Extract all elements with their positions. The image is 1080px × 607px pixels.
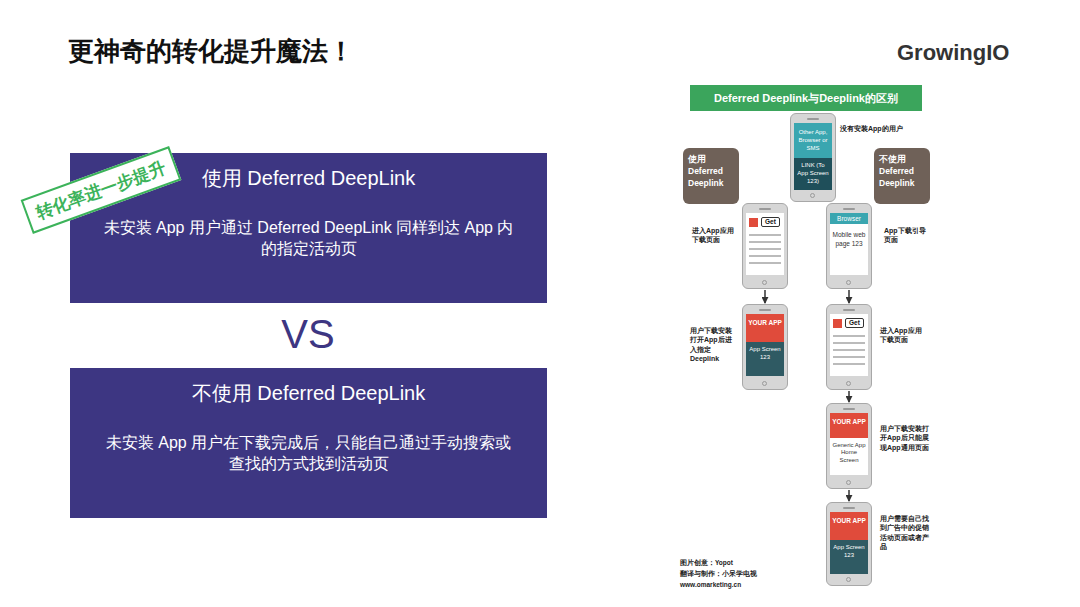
node-body: App Screen 123: [746, 342, 784, 376]
store-row: Get: [746, 213, 784, 229]
note-label: 没有安装App的用户: [840, 124, 920, 133]
node-heading: Other App, Browser or SMS: [794, 123, 832, 158]
step-note: 用户下载安装打开App后进入指定Deeplink: [690, 326, 738, 364]
flow-arrow: [764, 290, 766, 303]
step-note: 进入App应用下载页面: [692, 226, 738, 245]
node-heading: YOUR APP: [830, 512, 868, 540]
option-box: 不使用 Deferred DeepLink 未安装 App 用户在下载完成后，只能…: [70, 368, 547, 518]
get-button: Get: [845, 318, 864, 328]
store-row: Get: [830, 314, 868, 330]
phone-screen: YOUR APPGeneric App Home Screen: [826, 403, 872, 489]
brand-logo: GrowingIO: [897, 38, 1047, 68]
node-body: 未安装 App 用户在下载完成后，只能自己通过手动搜索或查找的方式找到活动页: [104, 433, 514, 475]
phone-screen: YOUR APPApp Screen 123: [826, 502, 872, 586]
figure-banner: Deferred Deeplink与Deeplink的区别: [690, 85, 922, 111]
phone-screen: Get: [826, 304, 872, 390]
text-placeholder-line: [749, 241, 781, 243]
phone-screen: YOUR APPApp Screen 123: [742, 304, 788, 390]
text-placeholder-line: [749, 234, 781, 236]
node-body: LINK (To App Screen 123): [794, 158, 832, 189]
flow-arrow: [848, 490, 850, 501]
phone-display: YOUR APPGeneric App Home Screen: [830, 413, 868, 475]
slide-title: 更神奇的转化提升魔法！: [68, 34, 354, 69]
phone-screen: Other App, Browser or SMSLINK (To App Sc…: [790, 113, 836, 202]
step-note: 用户需要自己找到广告中的促销活动页面或者产品: [880, 514, 930, 552]
phone-screen: Get: [742, 203, 788, 289]
phone-display: Other App, Browser or SMSLINK (To App Sc…: [794, 123, 832, 190]
node-heading: YOUR APP: [830, 413, 868, 438]
vs-mark: VS: [258, 312, 358, 356]
phone-display: YOUR APPApp Screen 123: [830, 512, 868, 574]
node-heading: Deferred Deeplink与Deeplink的区别: [714, 91, 898, 106]
node-heading: 不使用 Deferred DeepLink: [192, 380, 425, 407]
text-placeholder-line: [749, 248, 781, 250]
flow-arrow: [848, 290, 850, 303]
node-heading: 使用 Deferred DeepLink: [202, 165, 415, 192]
text-placeholder-line: [833, 335, 865, 337]
flow-arrow: [848, 391, 850, 402]
app-icon: [749, 218, 758, 227]
credit-note: 翻译与制作：小呆学电视: [680, 570, 840, 579]
text-placeholder-line: [749, 262, 781, 264]
text-placeholder-line: [749, 255, 781, 257]
node-body: Generic App Home Screen: [830, 438, 868, 475]
app-icon: [833, 319, 842, 328]
text-placeholder-line: [833, 342, 865, 344]
node-heading: 不使用 Deferred Deeplink: [879, 154, 925, 190]
node-body: 未安装 App 用户通过 Deferred DeepLink 同样到达 App …: [104, 218, 514, 260]
text-placeholder-line: [833, 356, 865, 358]
node-heading: 使用 Deferred Deeplink: [688, 154, 734, 190]
step-note: 用户下载安装打开App后只能展现App通用页面: [880, 424, 930, 452]
node-heading: YOUR APP: [746, 314, 784, 342]
phone-display: YOUR APPApp Screen 123: [746, 314, 784, 376]
text-placeholder-line: [833, 349, 865, 351]
step-note: 进入App应用下载页面: [880, 326, 928, 345]
phone-screen: BrowserMobile web page 123: [826, 203, 872, 289]
branch-tag: 使用 Deferred Deeplink: [683, 148, 739, 204]
text-placeholder-line: [833, 363, 865, 365]
node-body: Mobile web page 123: [830, 224, 868, 256]
phone-display: Get: [746, 213, 784, 275]
phone-display: Get: [830, 314, 868, 376]
branch-tag: 不使用 Deferred Deeplink: [874, 148, 930, 204]
node-heading: Browser: [830, 213, 868, 224]
step-note: App下载引导页面: [884, 226, 928, 245]
node-body: App Screen 123: [830, 540, 868, 574]
phone-display: BrowserMobile web page 123: [830, 213, 868, 275]
get-button: Get: [761, 217, 780, 227]
credit-note: www.omarketing.cn: [680, 581, 840, 590]
credit-note: 图片创意：Yopot: [680, 559, 840, 568]
